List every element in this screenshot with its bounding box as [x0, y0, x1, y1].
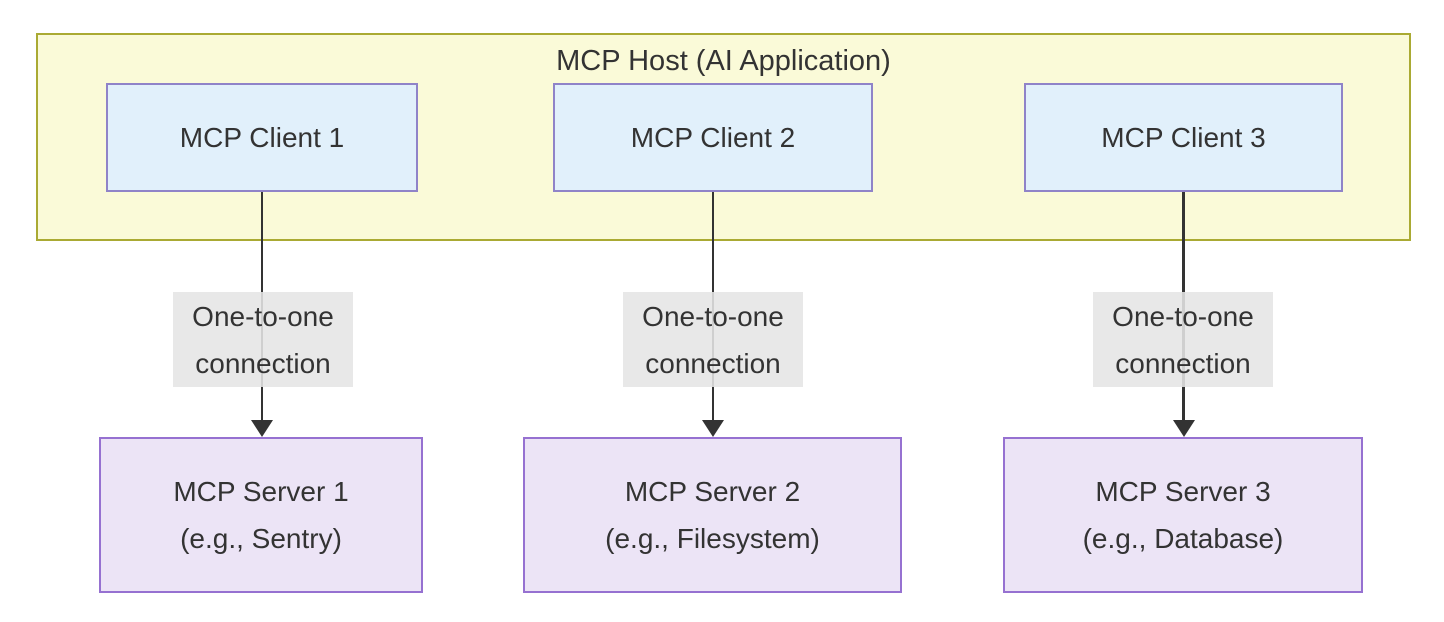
mcp-host-title: MCP Host (AI Application) [556, 45, 891, 77]
mcp-client-2-box: MCP Client 2 [553, 83, 873, 192]
arrowhead-down-icon [1172, 420, 1195, 437]
connection-label-1-line2: connection [195, 347, 331, 379]
mcp-client-3-box: MCP Client 3 [1024, 83, 1343, 192]
mcp-server-3-box: MCP Server 3 (e.g., Database) [1003, 437, 1363, 593]
mcp-client-2-label: MCP Client 2 [630, 121, 796, 153]
connection-label-2: One-to-one connection [623, 292, 803, 387]
connection-label-3: One-to-one connection [1093, 292, 1273, 387]
connection-label-1: One-to-one connection [173, 292, 353, 387]
mcp-server-1-example: (e.g., Sentry) [180, 523, 342, 554]
mcp-server-1-box: MCP Server 1 (e.g., Sentry) [99, 437, 423, 593]
mcp-server-3-example: (e.g., Database) [1082, 523, 1284, 554]
arrowhead-down-icon [702, 420, 724, 437]
mcp-client-1-box: MCP Client 1 [106, 83, 418, 192]
connection-label-2-line1: One-to-one [642, 300, 784, 332]
arrowhead-down-icon [251, 420, 273, 437]
mcp-client-1-label: MCP Client 1 [179, 121, 345, 153]
mcp-server-3-name: MCP Server 3 [1095, 476, 1271, 507]
connection-label-1-line1: One-to-one [192, 300, 334, 332]
connection-label-3-line2: connection [1115, 347, 1251, 379]
mcp-server-1-name: MCP Server 1 [173, 476, 349, 507]
mcp-server-2-name: MCP Server 2 [624, 476, 801, 507]
connection-label-3-line1: One-to-one [1112, 300, 1254, 332]
mcp-server-2-box: MCP Server 2 (e.g., Filesystem) [523, 437, 902, 593]
connection-label-2-line2: connection [645, 347, 781, 379]
mcp-server-2-example: (e.g., Filesystem) [605, 523, 820, 554]
mcp-client-3-label: MCP Client 3 [1101, 121, 1266, 153]
